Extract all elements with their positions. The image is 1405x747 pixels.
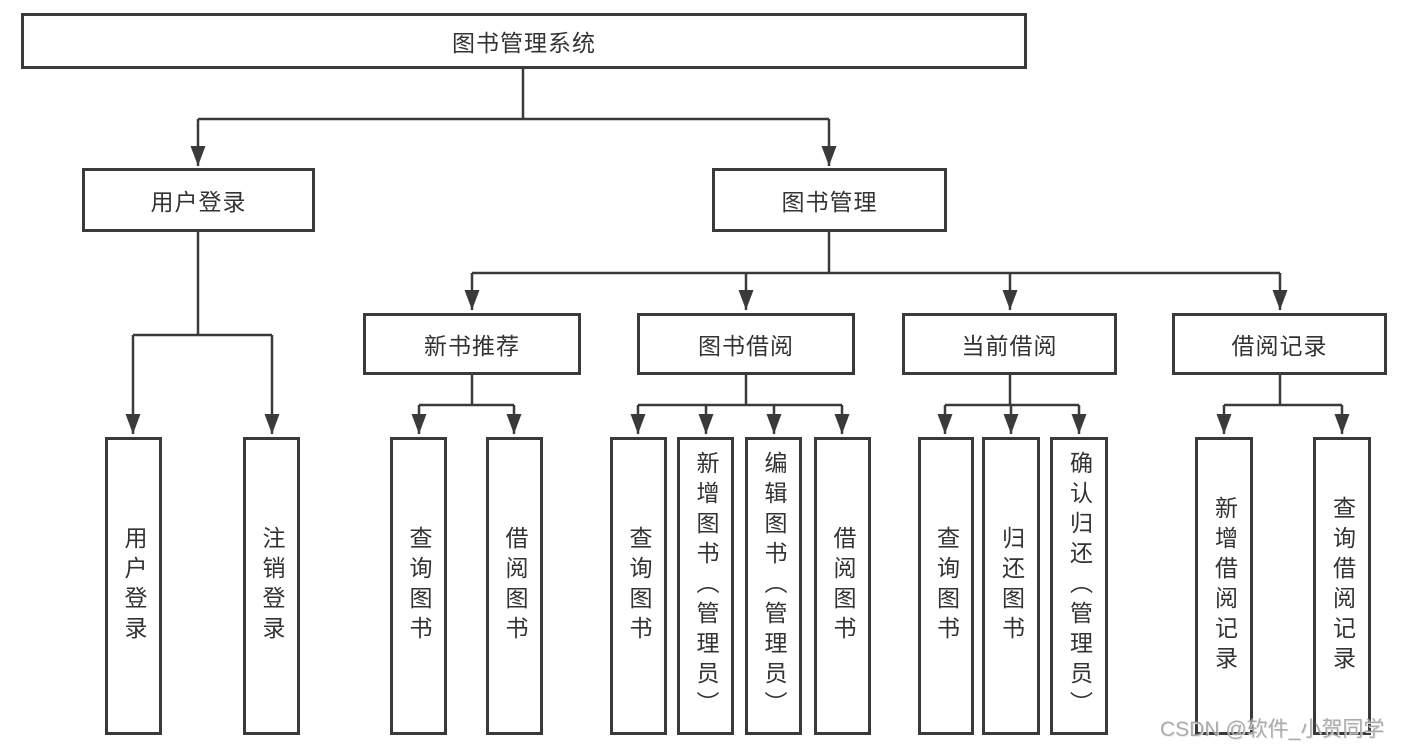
node-label: 确认归还（管理员）	[1066, 451, 1093, 721]
node-cb-query-books: 查询图书	[918, 437, 974, 735]
node-label: 归还图书	[998, 526, 1025, 646]
node-label: 新增图书（管理员）	[693, 451, 719, 721]
node-bb-add-books: 新增图书（管理员）	[677, 437, 734, 735]
node-new-book-rec: 新书推荐	[363, 313, 581, 375]
node-cb-return-books: 归还图书	[982, 437, 1040, 735]
watermark: CSDN @软件_小贺同学	[1160, 718, 1385, 741]
node-br-add-record: 新增借阅记录	[1195, 437, 1253, 735]
node-label: 借阅图书	[502, 526, 528, 646]
node-bb-query-books: 查询图书	[610, 437, 667, 735]
node-user-login-leaf: 用户登录	[105, 437, 162, 735]
node-label: 注销登录	[259, 526, 285, 646]
node-current-borrow: 当前借阅	[902, 313, 1117, 375]
node-cb-confirm-return: 确认归还（管理员）	[1050, 437, 1108, 735]
node-label: 用户登录	[121, 526, 147, 646]
node-user-login: 用户登录	[82, 168, 315, 232]
tree-branch-lines	[133, 69, 1342, 407]
node-bb-borrow-books: 借阅图书	[814, 437, 871, 735]
tree-arrow-lines	[125, 119, 1350, 434]
node-label: 查询借阅记录	[1329, 496, 1356, 676]
node-label: 查询图书	[626, 526, 652, 646]
node-nb-query-books: 查询图书	[390, 437, 447, 735]
node-label: 查询图书	[406, 526, 432, 646]
node-label: 新增借阅记录	[1211, 496, 1238, 676]
node-borrow-records: 借阅记录	[1172, 313, 1387, 375]
node-root: 图书管理系统	[21, 13, 1027, 69]
node-label: 查询图书	[933, 526, 960, 646]
node-bb-edit-books: 编辑图书（管理员）	[745, 437, 802, 735]
node-logout-leaf: 注销登录	[243, 437, 300, 735]
node-book-mgmt: 图书管理	[712, 168, 947, 232]
node-label: 编辑图书（管理员）	[761, 451, 787, 721]
node-label: 借阅图书	[830, 526, 856, 646]
node-nb-borrow-books: 借阅图书	[486, 437, 543, 735]
node-book-borrow: 图书借阅	[637, 313, 855, 375]
node-br-query-record: 查询借阅记录	[1313, 437, 1371, 735]
